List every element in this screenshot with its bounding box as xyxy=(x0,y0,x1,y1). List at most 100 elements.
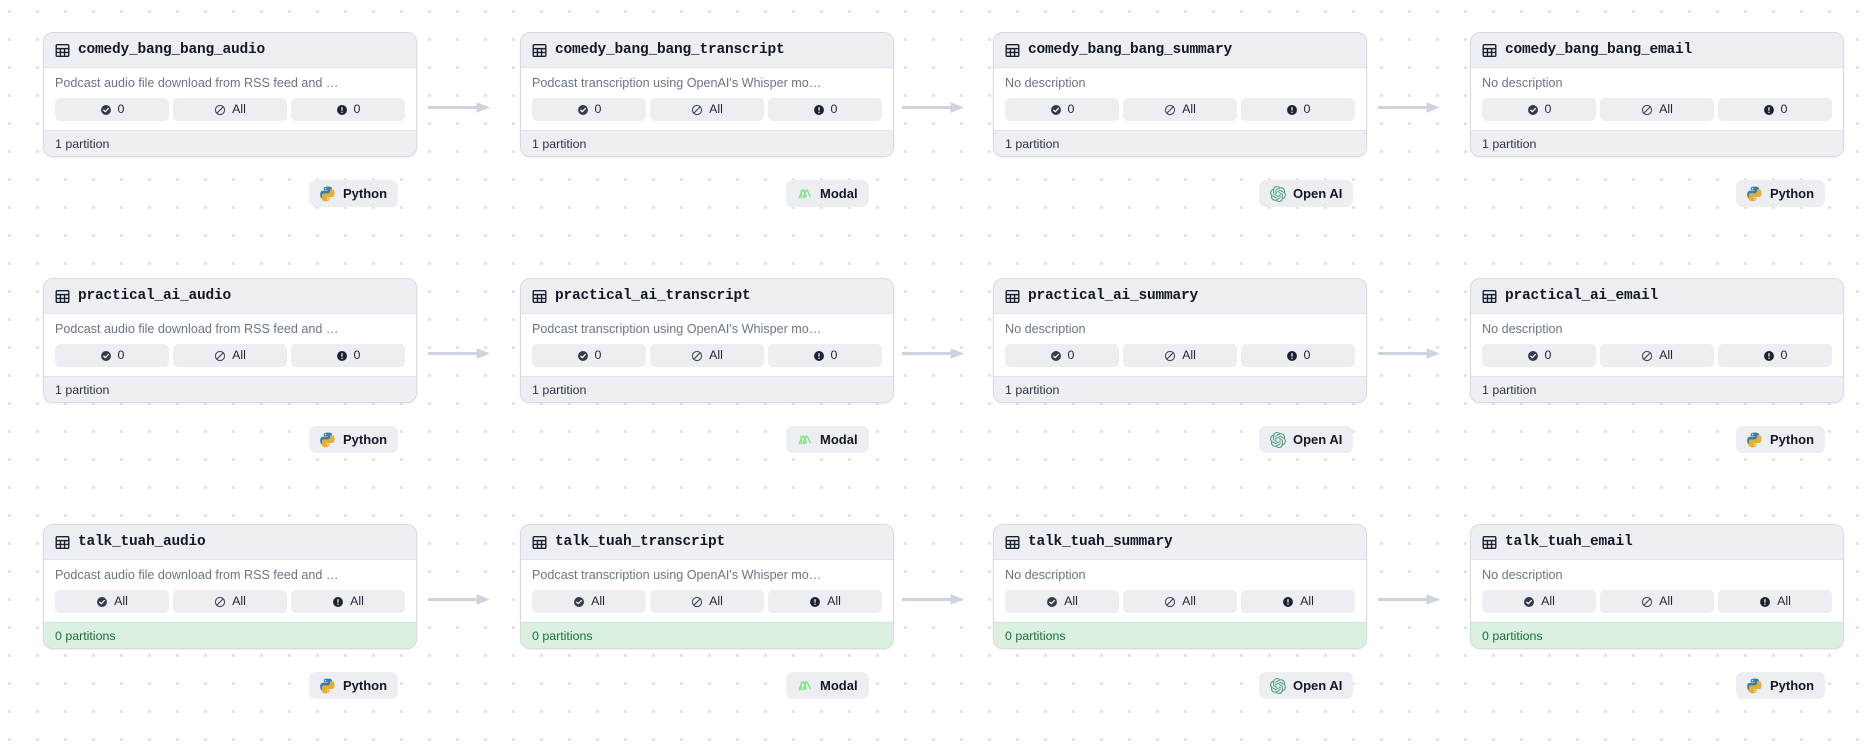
status-pill-value: 0 xyxy=(1303,102,1311,117)
status-pill-no-entry[interactable]: All xyxy=(1600,344,1714,367)
node-header[interactable]: comedy_bang_bang_email xyxy=(1471,33,1843,68)
status-pill-no-entry[interactable]: All xyxy=(173,590,287,613)
node-partition-footer[interactable]: 1 partition xyxy=(1471,376,1843,402)
node-title: comedy_bang_bang_summary xyxy=(1028,42,1233,58)
node-header[interactable]: comedy_bang_bang_audio xyxy=(44,33,416,68)
status-pill-alert-circle[interactable]: 0 xyxy=(768,344,882,367)
node-header[interactable]: talk_tuah_summary xyxy=(994,525,1366,560)
node-header[interactable]: practical_ai_transcript xyxy=(521,279,893,314)
status-pill-check-circle[interactable]: 0 xyxy=(1005,98,1119,121)
status-pill-no-entry[interactable]: All xyxy=(1123,590,1237,613)
node-header[interactable]: comedy_bang_bang_transcript xyxy=(521,33,893,68)
status-pill-check-circle[interactable]: All xyxy=(55,590,169,613)
openai-icon xyxy=(1270,185,1286,202)
status-pill-check-circle[interactable]: 0 xyxy=(1482,344,1596,367)
status-pill-alert-circle[interactable]: 0 xyxy=(291,98,405,121)
status-pill-check-circle[interactable]: 0 xyxy=(532,344,646,367)
status-pill-check-circle[interactable]: 0 xyxy=(1482,98,1596,121)
node-partition-footer[interactable]: 1 partition xyxy=(44,376,416,402)
status-pill-no-entry[interactable]: All xyxy=(173,98,287,121)
status-pill-alert-circle[interactable]: All xyxy=(768,590,882,613)
node-partition-footer[interactable]: 0 partitions xyxy=(994,622,1366,648)
engine-badge-python[interactable]: Python xyxy=(1736,426,1826,453)
node-partition-footer[interactable]: 0 partitions xyxy=(521,622,893,648)
engine-badge-open-ai[interactable]: Open AI xyxy=(1259,180,1354,207)
status-pill-alert-circle[interactable]: 0 xyxy=(1718,98,1832,121)
node-partition-footer[interactable]: 1 partition xyxy=(994,130,1366,156)
node-description: Podcast audio file download from RSS fee… xyxy=(55,76,339,90)
status-pill-no-entry[interactable]: All xyxy=(650,344,764,367)
check-circle-icon xyxy=(1047,596,1058,607)
status-pill-check-circle[interactable]: 0 xyxy=(55,98,169,121)
engine-badge-modal[interactable]: Modal xyxy=(786,426,869,453)
status-pill-value: All xyxy=(709,348,723,363)
node-header[interactable]: comedy_bang_bang_summary xyxy=(994,33,1366,68)
status-pill-row: 0 All 0 xyxy=(1005,344,1355,367)
status-pill-check-circle[interactable]: All xyxy=(1482,590,1596,613)
status-pill-value: All xyxy=(827,594,841,609)
engine-badge-open-ai[interactable]: Open AI xyxy=(1259,672,1354,699)
status-pill-alert-circle[interactable]: 0 xyxy=(1718,344,1832,367)
node-header[interactable]: talk_tuah_email xyxy=(1471,525,1843,560)
node-partition-footer[interactable]: 1 partition xyxy=(44,130,416,156)
status-pill-no-entry[interactable]: All xyxy=(173,344,287,367)
node-header[interactable]: practical_ai_audio xyxy=(44,279,416,314)
node-partition-footer[interactable]: 1 partition xyxy=(521,376,893,402)
engine-badge-modal[interactable]: Modal xyxy=(786,180,869,207)
check-circle-icon xyxy=(574,596,585,607)
node-header[interactable]: talk_tuah_transcript xyxy=(521,525,893,560)
status-pill-check-circle[interactable]: All xyxy=(1005,590,1119,613)
python-icon xyxy=(1747,432,1762,447)
engine-badge-modal[interactable]: Modal xyxy=(786,672,869,699)
status-pill-value: All xyxy=(1777,594,1791,609)
node-partition-footer[interactable]: 0 partitions xyxy=(44,622,416,648)
status-pill-check-circle[interactable]: 0 xyxy=(1005,344,1119,367)
status-pill-alert-circle[interactable]: 0 xyxy=(291,344,405,367)
status-pill-no-entry[interactable]: All xyxy=(650,98,764,121)
status-pill-value: 0 xyxy=(1780,102,1788,117)
modal-icon xyxy=(798,680,811,690)
status-pill-alert-circle[interactable]: All xyxy=(1718,590,1832,613)
engine-badge-python[interactable]: Python xyxy=(1736,180,1826,207)
status-pill-alert-circle[interactable]: 0 xyxy=(1241,344,1355,367)
engine-badge-python[interactable]: Python xyxy=(309,672,399,699)
status-pill-check-circle[interactable]: All xyxy=(532,590,646,613)
status-pill-check-circle[interactable]: 0 xyxy=(532,98,646,121)
status-pill-no-entry[interactable]: All xyxy=(1600,590,1714,613)
status-pill-no-entry[interactable]: All xyxy=(1600,98,1714,121)
node-partition-footer[interactable]: 0 partitions xyxy=(1471,622,1843,648)
status-pill-alert-circle[interactable]: 0 xyxy=(1241,98,1355,121)
status-pill-no-entry[interactable]: All xyxy=(650,590,764,613)
node-header[interactable]: talk_tuah_audio xyxy=(44,525,416,560)
engine-badge-python[interactable]: Python xyxy=(309,180,399,207)
engine-badge-python[interactable]: Python xyxy=(1736,672,1826,699)
node-partition-footer[interactable]: 1 partition xyxy=(994,376,1366,402)
status-pill-value: All xyxy=(1659,594,1673,609)
status-pill-alert-circle[interactable]: 0 xyxy=(768,98,882,121)
node-partition-footer[interactable]: 1 partition xyxy=(1471,130,1843,156)
node-header[interactable]: practical_ai_email xyxy=(1471,279,1843,314)
status-pill-no-entry[interactable]: All xyxy=(1123,98,1237,121)
node-header[interactable]: practical_ai_summary xyxy=(994,279,1366,314)
node-partition-footer[interactable]: 1 partition xyxy=(521,130,893,156)
status-pill-alert-circle[interactable]: All xyxy=(1241,590,1355,613)
status-pill-no-entry[interactable]: All xyxy=(1123,344,1237,367)
status-pill-check-circle[interactable]: 0 xyxy=(55,344,169,367)
engine-badge-python[interactable]: Python xyxy=(309,426,399,453)
status-pill-alert-circle[interactable]: All xyxy=(291,590,405,613)
status-pill-row: 0 All 0 xyxy=(532,98,882,121)
engine-badge-open-ai[interactable]: Open AI xyxy=(1259,426,1354,453)
